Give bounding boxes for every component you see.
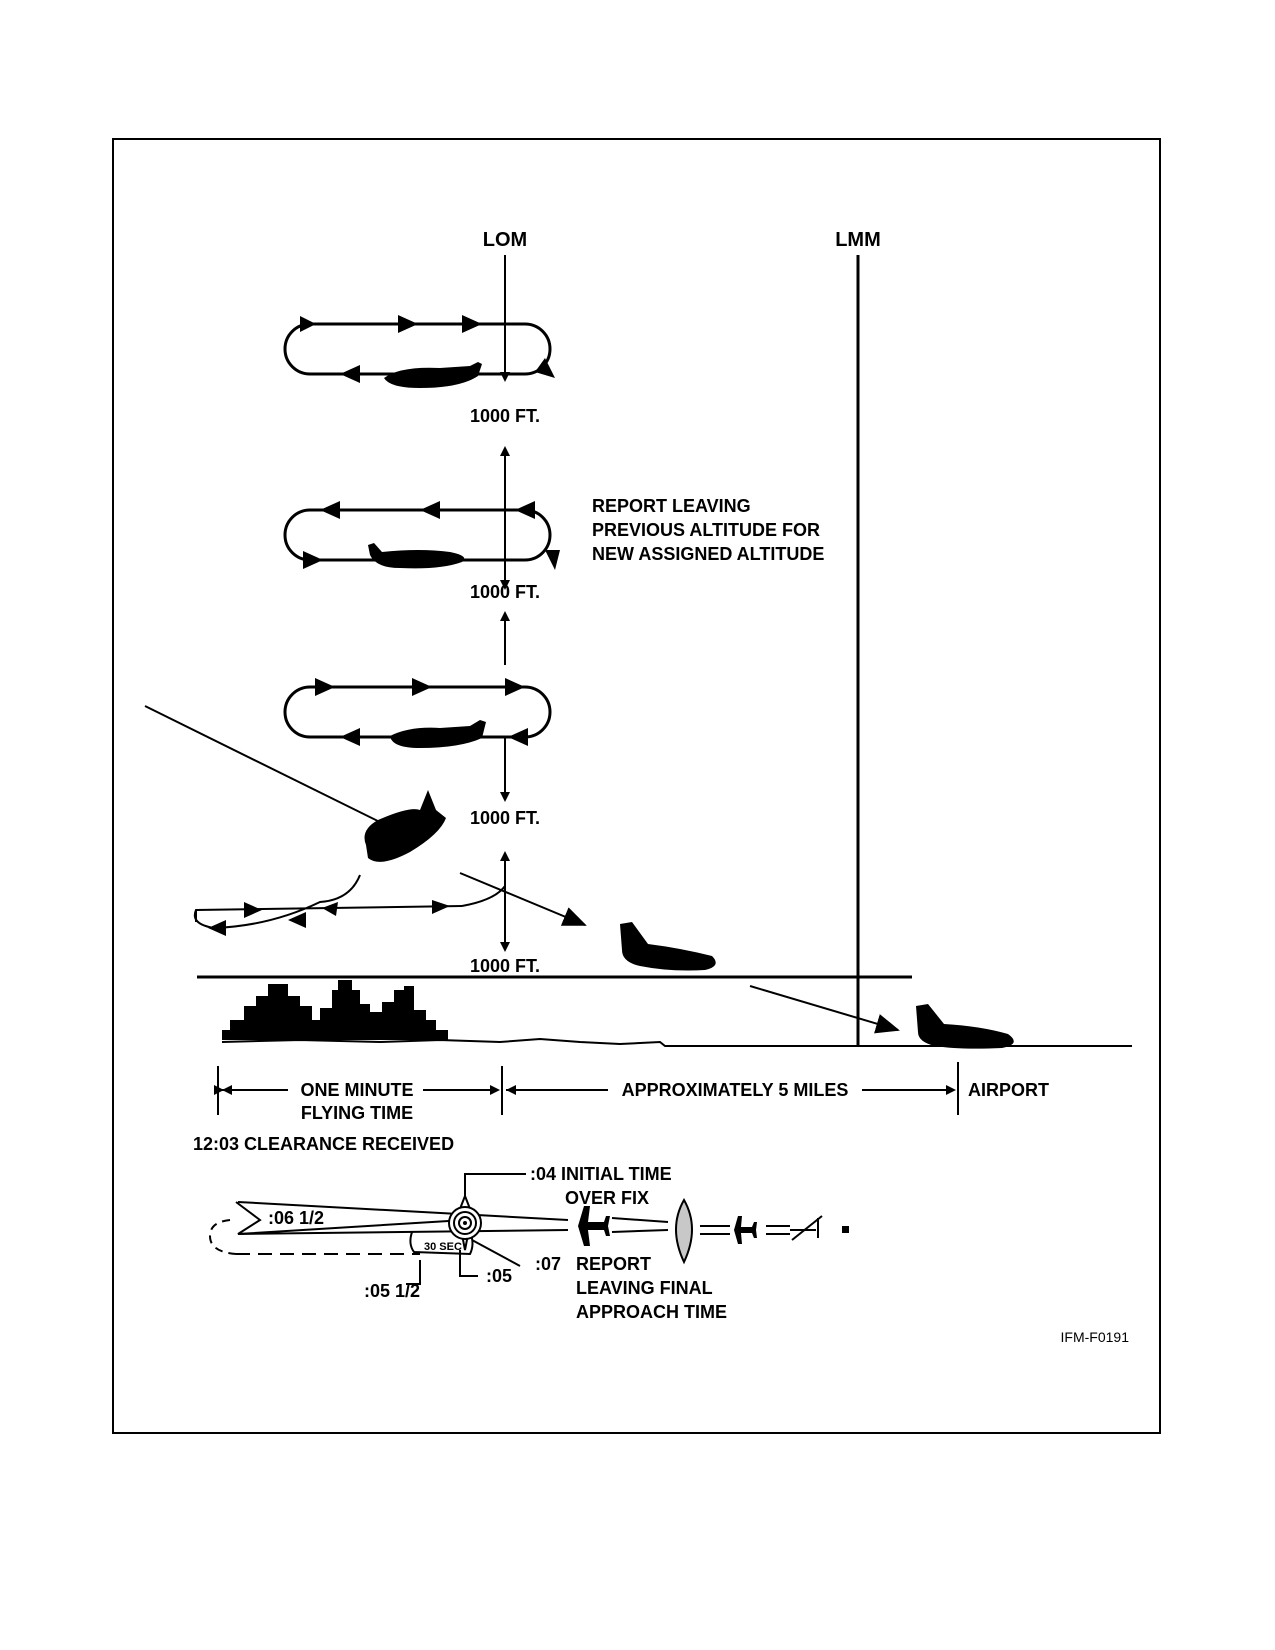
distance-scale: ONE MINUTE FLYING TIME APPROXIMATELY 5 M…	[214, 1062, 1049, 1123]
holding-pattern-1	[283, 315, 555, 388]
airplane-icon	[368, 543, 465, 569]
final-approach-line3: APPROACH TIME	[576, 1302, 727, 1322]
final-approach-line2: LEAVING FINAL	[576, 1278, 713, 1298]
approach-descent-arrow-2	[749, 985, 900, 1034]
lom-marker: LOM	[483, 229, 527, 382]
airplane-top-view-icon	[726, 1216, 757, 1244]
time-07-label: :07	[535, 1254, 561, 1274]
marker-lens-icon	[675, 1197, 693, 1265]
thirty-sec-label: 30 SEC	[424, 1241, 462, 1253]
holding-pattern-entry	[193, 874, 506, 936]
time-05-half-label: :05 1/2	[364, 1281, 420, 1301]
fix-icon	[448, 1193, 482, 1251]
one-minute-label-line1: ONE MINUTE	[300, 1080, 413, 1100]
altitude-label-2: 1000 FT.	[470, 582, 540, 602]
approx-miles-label: APPROXIMATELY 5 MILES	[622, 1080, 849, 1100]
initial-time-line1: :04 INITIAL TIME	[530, 1164, 672, 1184]
figure-id-label: IFM-F0191	[1061, 1329, 1130, 1345]
lmm-label: LMM	[835, 229, 881, 251]
entry-descent-line	[144, 705, 393, 829]
airplane-icon	[620, 922, 716, 971]
altitude-label-4: 1000 FT.	[470, 956, 540, 976]
banking-airplane-icon	[364, 790, 446, 862]
lom-label: LOM	[483, 229, 527, 251]
figure-frame	[112, 138, 1161, 1434]
approach-descent-arrow-1	[459, 872, 587, 926]
lmm-marker: LMM	[835, 229, 881, 1045]
svg-text:REPORT LEAVING: REPORT LEAVING	[592, 496, 751, 516]
final-approach-line1: REPORT	[576, 1254, 651, 1274]
airplane-top-view-icon	[566, 1206, 610, 1246]
airplane-icon	[916, 1004, 1014, 1049]
holding-pattern-3	[283, 678, 552, 748]
runway-icon	[790, 1215, 823, 1241]
clearance-received-label: 12:03 CLEARANCE RECEIVED	[193, 1134, 454, 1154]
city-skyline	[222, 980, 448, 1040]
time-06-half-label: :06 1/2	[268, 1208, 324, 1228]
timing-plan-view: 30 SEC :06 1/2 :04 INITIAL TIME OVER FIX…	[208, 1164, 849, 1322]
airplane-icon	[384, 362, 482, 388]
terrain-line	[221, 1037, 1132, 1047]
holding-pattern-2	[283, 501, 560, 570]
initial-time-line2: OVER FIX	[565, 1188, 649, 1208]
altitude-label-1: 1000 FT.	[470, 406, 540, 426]
airport-label: AIRPORT	[968, 1080, 1049, 1100]
svg-text:NEW ASSIGNED ALTITUDE: NEW ASSIGNED ALTITUDE	[592, 544, 824, 564]
airport-dot-icon	[842, 1226, 849, 1233]
report-leaving-note: REPORT LEAVING PREVIOUS ALTITUDE FOR NEW…	[592, 496, 824, 564]
time-05-label: :05	[486, 1266, 512, 1286]
one-minute-label-line2: FLYING TIME	[301, 1103, 413, 1123]
airplane-icon	[390, 720, 486, 748]
altitude-label-3: 1000 FT.	[470, 808, 540, 828]
svg-text:PREVIOUS ALTITUDE FOR: PREVIOUS ALTITUDE FOR	[592, 520, 820, 540]
